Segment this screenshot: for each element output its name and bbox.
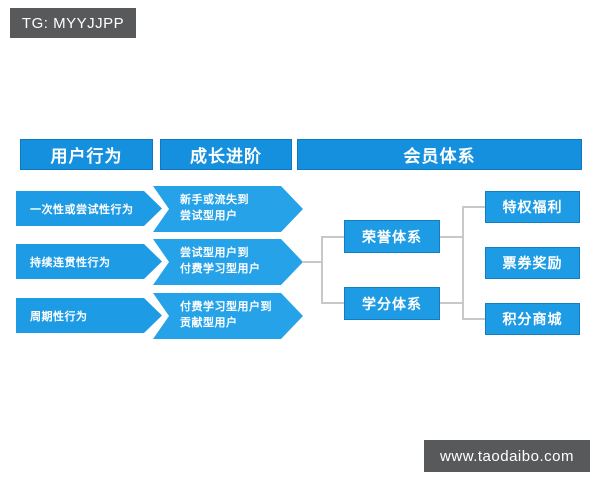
system-box-honor: 荣誉体系 xyxy=(344,220,440,253)
benefit-box-coupon: 票券奖励 xyxy=(485,247,580,279)
connector-line xyxy=(321,236,344,238)
header-membership-system-label: 会员体系 xyxy=(403,147,476,166)
growth-arrow-line2: 尝试型用户 xyxy=(180,210,238,222)
header-growth-progression-label: 成长进阶 xyxy=(190,147,262,166)
benefit-box-privilege: 特权福利 xyxy=(485,191,580,223)
growth-arrow-line1: 新手或流失到 xyxy=(180,194,249,207)
watermark-bottom-bar: www.taodaibo.com xyxy=(424,440,590,472)
behavior-arrow-label: 持续连贯性行为 xyxy=(30,256,111,269)
connector-line xyxy=(462,207,464,320)
growth-arrow-line2: 付费学习型用户 xyxy=(180,263,261,275)
connector-line xyxy=(462,206,485,208)
behavior-arrow-continuous: 持续连贯性行为 xyxy=(16,244,162,279)
system-box-label: 荣誉体系 xyxy=(362,228,422,245)
benefit-box-label: 积分商城 xyxy=(502,311,563,327)
benefit-box-label: 特权福利 xyxy=(502,199,563,215)
watermark-top-bar: TG: MYYJJPP xyxy=(10,8,136,38)
growth-arrow-line1: 付费学习型用户到 xyxy=(180,301,272,314)
watermark-top-text: TG: MYYJJPP xyxy=(21,14,125,32)
system-box-credit: 学分体系 xyxy=(344,287,440,320)
growth-arrow-novice-to-trial: 新手或流失到 尝试型用户 xyxy=(153,186,303,232)
connector-line xyxy=(321,302,344,304)
connector-line xyxy=(321,236,323,304)
behavior-arrow-label: 周期性行为 xyxy=(30,310,88,323)
benefit-box-points-mall: 积分商城 xyxy=(485,303,580,335)
system-box-label: 学分体系 xyxy=(362,295,422,312)
connector-line xyxy=(302,261,323,263)
header-user-behavior-label: 用户行为 xyxy=(50,147,123,166)
growth-arrow-trial-to-paid: 尝试型用户到 付费学习型用户 xyxy=(153,239,303,285)
watermark-bottom-text: www.taodaibo.com xyxy=(440,447,574,465)
behavior-arrow-one-time: 一次性或尝试性行为 xyxy=(16,191,162,226)
connector-line xyxy=(462,318,485,320)
benefit-box-label: 票券奖励 xyxy=(502,255,563,271)
growth-arrow-line1: 尝试型用户到 xyxy=(180,247,249,260)
growth-arrow-line2: 贡献型用户 xyxy=(180,317,238,329)
connector-line xyxy=(440,302,464,304)
behavior-arrow-periodic: 周期性行为 xyxy=(16,298,162,333)
behavior-arrow-label: 一次性或尝试性行为 xyxy=(30,203,134,216)
header-membership-system: 会员体系 xyxy=(297,139,582,170)
growth-arrow-paid-to-contributor: 付费学习型用户到 贡献型用户 xyxy=(153,293,303,339)
connector-line xyxy=(440,236,464,238)
header-user-behavior: 用户行为 xyxy=(20,139,153,170)
header-growth-progression: 成长进阶 xyxy=(160,139,292,170)
